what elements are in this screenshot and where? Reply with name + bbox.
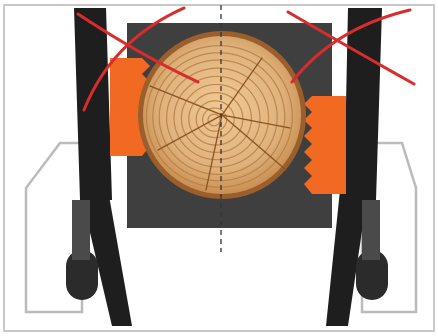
left-cross (76, 6, 200, 112)
right-cross-stroke-b (290, 8, 412, 84)
growth-ring (180, 83, 252, 153)
log-cross-section (138, 31, 306, 199)
growth-ring (207, 113, 221, 127)
right-arm (344, 8, 382, 200)
outer-frame (3, 4, 435, 332)
growth-ring (145, 44, 293, 188)
left-cross-stroke-b (82, 6, 186, 112)
growth-ring (166, 67, 270, 168)
left-arm (74, 8, 112, 200)
left-cylinder (66, 250, 98, 300)
growth-ring (173, 75, 261, 161)
left-cylinder-rod (72, 200, 90, 260)
right-cylinder (356, 250, 388, 300)
right-cylinder-rod (362, 200, 380, 260)
right-cross-stroke-a (286, 10, 416, 86)
left-arm-leg (80, 190, 132, 326)
right-cross (286, 8, 416, 86)
log-cracks (149, 57, 291, 191)
right-arm-leg (326, 190, 368, 326)
growth-ring (152, 52, 286, 182)
growth-ring (195, 100, 235, 139)
left-cross-stroke-a (76, 12, 200, 84)
right-jaw (304, 96, 346, 194)
log-growth-rings (145, 44, 293, 188)
growth-ring (158, 59, 278, 176)
